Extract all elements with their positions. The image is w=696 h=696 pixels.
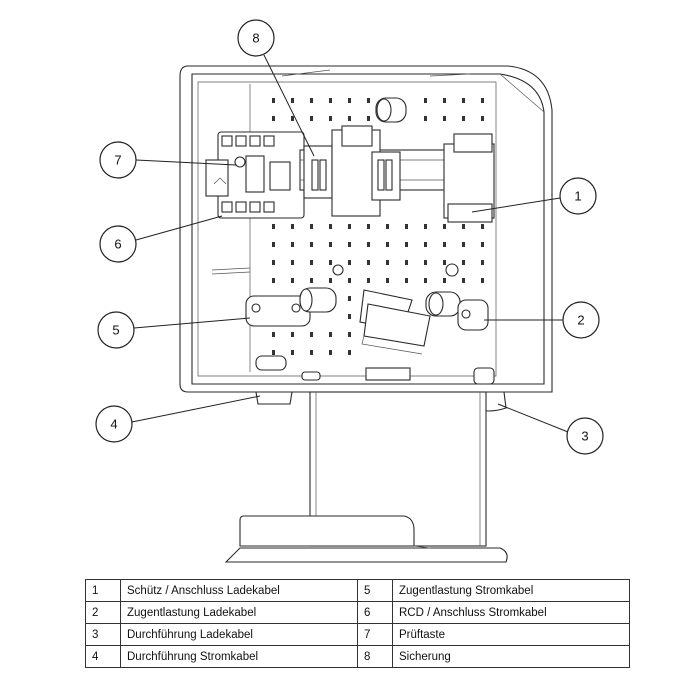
legend-label: RCD / Anschluss Stromkabel (392, 601, 630, 624)
legend-row: 2 Zugentlastung Ladekabel 6 RCD / Anschl… (85, 601, 630, 624)
legend-row: 1 Schütz / Anschluss Ladekabel 5 Zugentl… (85, 579, 630, 602)
cable-gland-power (255, 391, 293, 405)
callout-2-number: 2 (577, 313, 584, 328)
lower-details (255, 355, 495, 385)
legend-table: 1 Schütz / Anschluss Ladekabel 5 Zugentl… (85, 579, 630, 668)
legend-row: 3 Durchführung Ladekabel 7 Prüftaste (85, 623, 630, 646)
callout-1: 1 (559, 177, 597, 215)
strain-relief-charging (425, 291, 489, 331)
legend-label: Schütz / Anschluss Ladekabel (120, 579, 358, 602)
legend-number: 3 (85, 623, 121, 646)
callout-8: 8 (237, 19, 275, 57)
callout-5-number: 5 (112, 323, 119, 338)
floor-stand (224, 391, 508, 563)
legend-label: Prüftaste (392, 623, 630, 646)
rcd-component (205, 131, 305, 219)
callout-3-number: 3 (581, 429, 588, 444)
callout-8-number: 8 (252, 31, 259, 46)
callout-2: 2 (562, 301, 600, 339)
legend-number: 7 (357, 623, 393, 646)
strain-relief-power (245, 287, 337, 327)
callout-6-number: 6 (114, 237, 121, 252)
legend-number: 2 (85, 601, 121, 624)
wallbox-exploded-diagram: 1 2 3 4 5 6 7 8 (95, 19, 604, 563)
bracket-board (359, 289, 431, 355)
legend-label: Durchführung Stromkabel (120, 645, 358, 668)
mounting-hole-grid (272, 98, 484, 355)
legend-label: Sicherung (392, 645, 630, 668)
callout-6: 6 (99, 225, 137, 263)
legend-label: Zugentlastung Stromkabel (392, 579, 630, 602)
legend-number: 5 (357, 579, 393, 602)
callout-7-number: 7 (114, 153, 121, 168)
standoffs (332, 97, 459, 277)
legend-number: 8 (357, 645, 393, 668)
legend-number: 6 (357, 601, 393, 624)
legend-label: Durchführung Ladekabel (120, 623, 358, 646)
callout-7: 7 (99, 141, 137, 179)
callout-1-number: 1 (574, 189, 581, 204)
fuse-and-rail (299, 125, 461, 217)
contactor-component (443, 133, 495, 223)
legend-row: 4 Durchführung Stromkabel 8 Sicherung (85, 645, 630, 668)
legend-label: Zugentlastung Ladekabel (120, 601, 358, 624)
callout-3: 3 (566, 417, 604, 455)
leader-lines (131, 54, 569, 433)
callout-4: 4 (95, 405, 133, 443)
legend-number: 1 (85, 579, 121, 602)
callout-5: 5 (97, 311, 135, 349)
enclosure (179, 65, 553, 393)
callout-4-number: 4 (110, 417, 117, 432)
legend-number: 4 (85, 645, 121, 668)
